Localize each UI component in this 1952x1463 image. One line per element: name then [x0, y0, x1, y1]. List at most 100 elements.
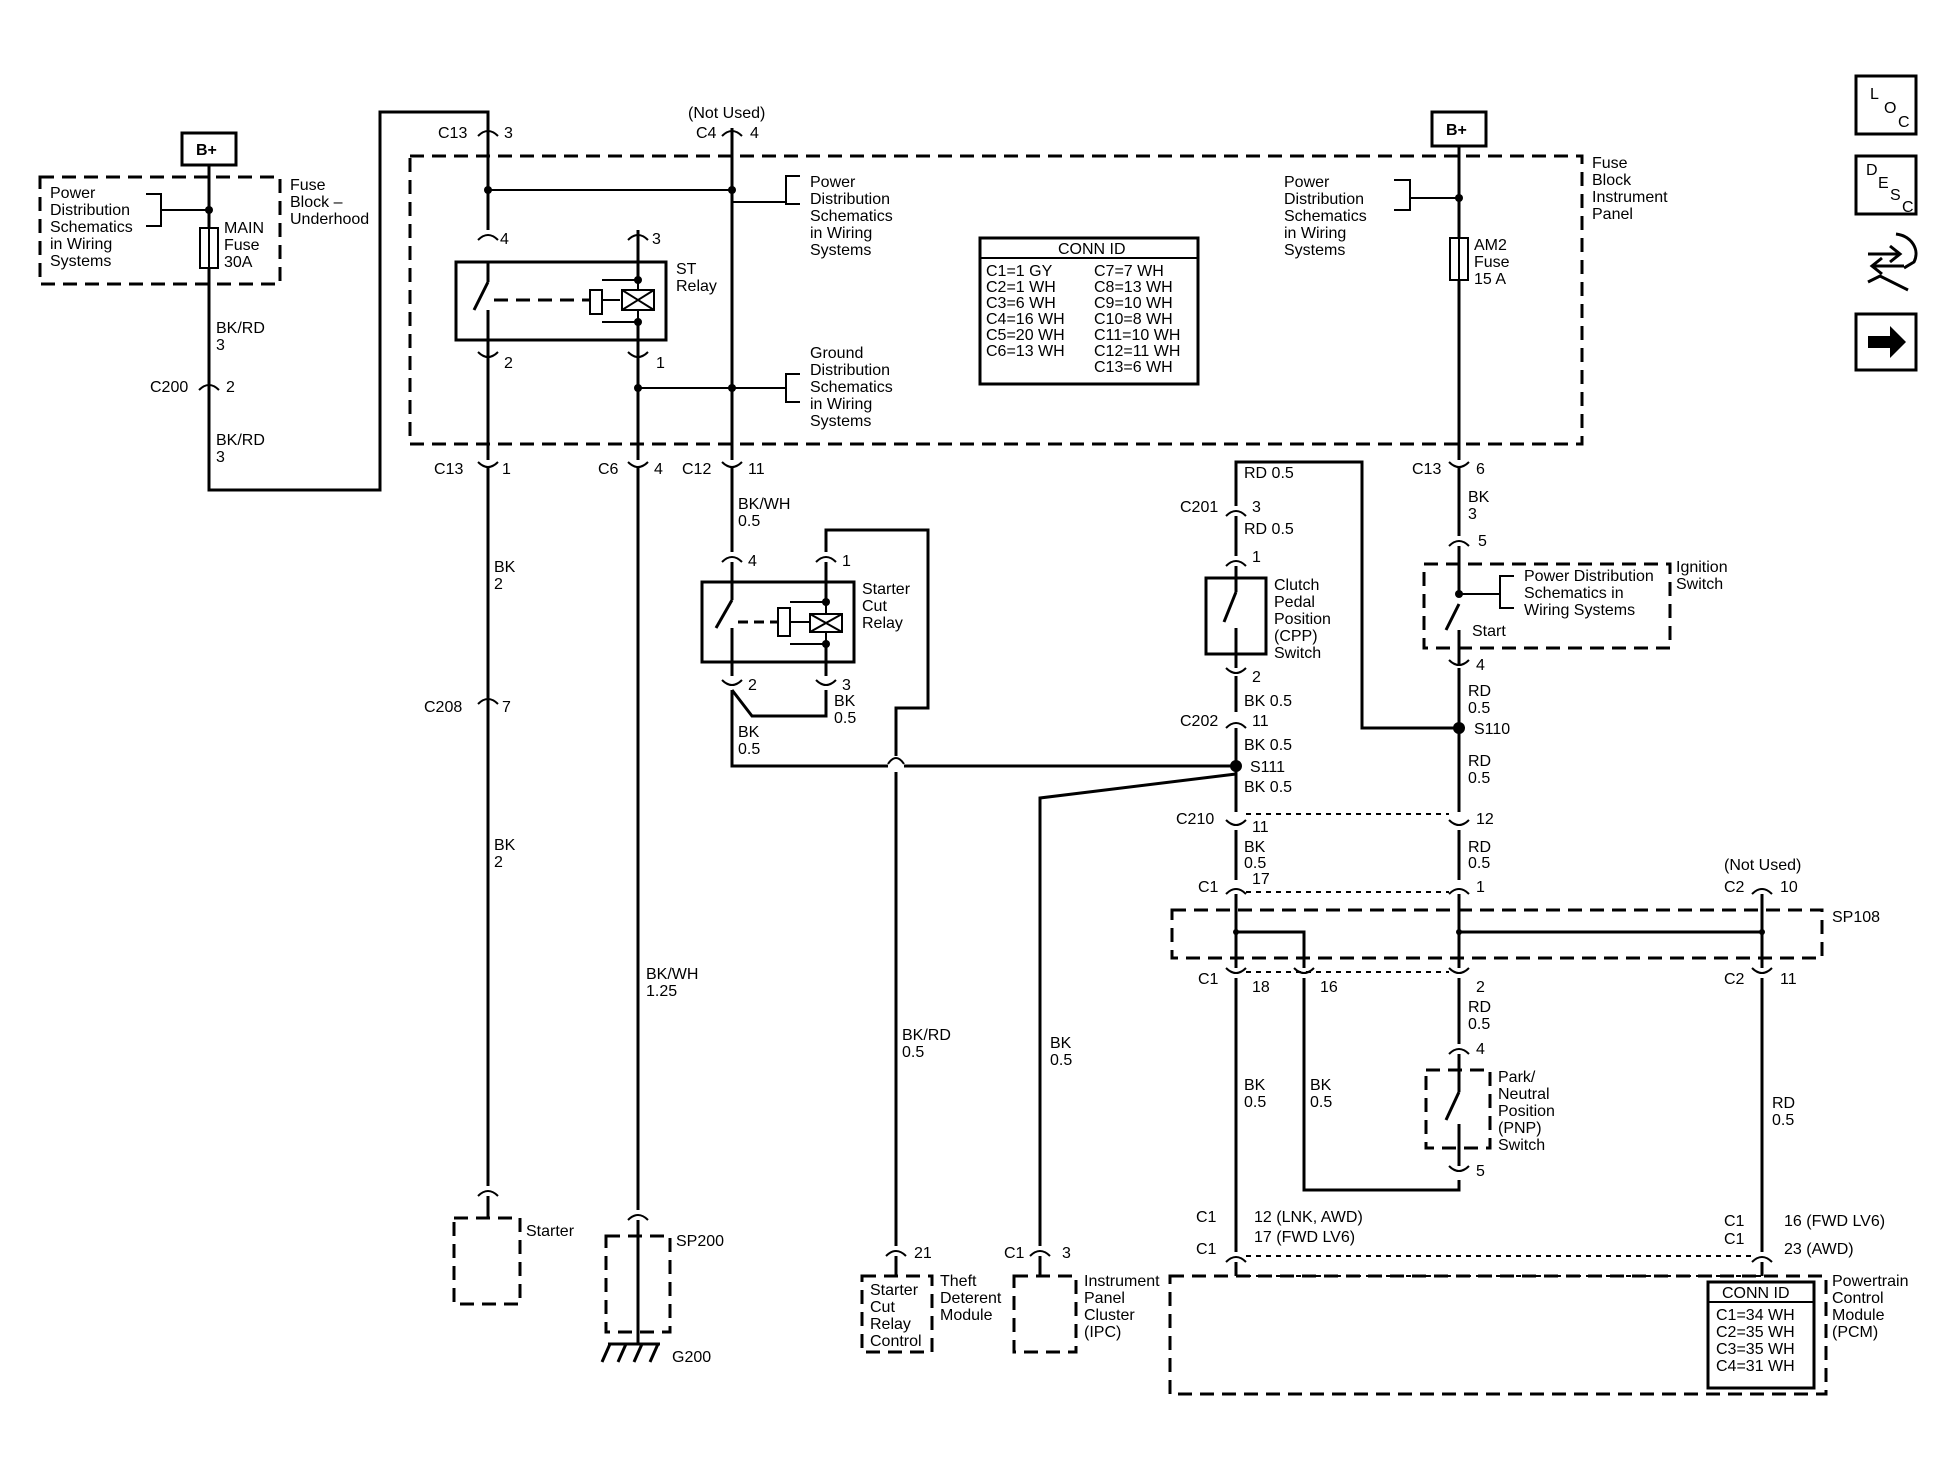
diagram-label: RD 0.5 — [1244, 521, 1294, 538]
diagram-label: BK/RD — [216, 320, 265, 337]
diagram-label: Power — [810, 174, 856, 191]
powertrain-control-module: C1 C1 12 (LNK, AWD) 17 (FWD LV6) C1 C1 1… — [1168, 1209, 1908, 1396]
diagram-label: Panel — [1592, 206, 1633, 223]
diagram-label: 1 — [842, 553, 851, 570]
diagram-label: BK/RD — [216, 432, 265, 449]
am2-fuse-circuit: B+ Power Distribution Schematics in Wiri… — [1284, 110, 1510, 460]
diagram-label: C9=10 WH — [1094, 295, 1173, 312]
clutch-pedal-position-switch: 1 Clutch Pedal Position (CPP) Switch 2 — [1204, 549, 1331, 686]
diagram-label: C1=34 WH — [1716, 1307, 1795, 1324]
diagram-label: 0.5 — [738, 513, 760, 530]
diagram-label: 3 — [216, 449, 225, 466]
diagram-label: C12 — [682, 461, 711, 478]
diagram-label: Relay — [676, 278, 717, 295]
diagram-label: G200 — [672, 1349, 711, 1366]
diagram-label: RD 0.5 — [1244, 465, 1294, 482]
diagram-label: 15 A — [1474, 271, 1506, 288]
diagram-label: 2 — [504, 355, 513, 372]
diagram-label: Neutral — [1498, 1086, 1550, 1103]
diagram-label: Fuse — [224, 237, 260, 254]
diagram-label: 0.5 — [1468, 700, 1490, 717]
diagram-label: C210 — [1176, 811, 1214, 828]
diagram-label: Module — [1832, 1307, 1885, 1324]
diagram-label: Deterent — [940, 1290, 1002, 1307]
description-view-button[interactable]: D E S C — [1854, 154, 1918, 216]
repair-procedure-icon[interactable] — [1867, 232, 1918, 292]
diagram-label: Cluster — [1084, 1307, 1135, 1324]
diagram-label: Start — [1472, 623, 1506, 640]
diagram-label: 0.5 — [1244, 1094, 1266, 1111]
diagram-label: C1 — [1196, 1209, 1217, 1226]
ground-distribution-ref: Ground Distribution Schematics in Wiring… — [810, 345, 893, 430]
diagram-label: Fuse — [1592, 155, 1628, 172]
location-view-button[interactable]: L O C — [1854, 74, 1918, 136]
diagram-label: RD — [1468, 839, 1491, 856]
diagram-label: Position — [1498, 1103, 1555, 1120]
diagram-label: 0.5 — [1244, 855, 1266, 872]
diagram-label: 3 — [1252, 499, 1261, 516]
diagram-label: C13 — [1412, 461, 1441, 478]
diagram-label: O — [1884, 100, 1896, 117]
diagram-label: B+ — [196, 142, 217, 159]
diagram-label: Cut — [862, 598, 887, 615]
diagram-label: Block – — [290, 194, 343, 211]
diagram-label: (Not Used) — [1724, 857, 1801, 874]
diagram-label: C201 — [1180, 499, 1218, 516]
diagram-label: 17 (FWD LV6) — [1254, 1229, 1355, 1246]
sp108-splice-pack: C1 1 (Not Used) C2 10 SP108 C1 18 16 2 C… — [1170, 857, 1880, 996]
diagram-label: BK — [494, 837, 516, 854]
diagram-label: Fuse — [1474, 254, 1510, 271]
diagram-label: 3 — [842, 677, 851, 694]
diagram-label: 12 (LNK, AWD) — [1254, 1209, 1363, 1226]
diagram-label: Schematics in — [1524, 585, 1624, 602]
diagram-label: RD — [1468, 999, 1491, 1016]
conn-id-table-fuse-block: CONN ID C1=1 GY C2=1 WH C3=6 WH C4=16 WH… — [978, 236, 1200, 386]
diagram-label: 3 — [1468, 506, 1477, 523]
diagram-label: Starter — [526, 1223, 575, 1240]
diagram-label: 4 — [750, 125, 759, 142]
diagram-label: 0.5 — [1310, 1094, 1332, 1111]
diagram-label: 0.5 — [1772, 1112, 1794, 1129]
diagram-label: Distribution — [810, 362, 890, 379]
diagram-label: 0.5 — [902, 1044, 924, 1061]
next-page-arrow-button[interactable] — [1854, 312, 1918, 372]
diagram-label: BK/WH — [646, 966, 698, 983]
diagram-label: Distribution — [1284, 191, 1364, 208]
diagram-label: Schematics — [50, 219, 133, 236]
diagram-label: 7 — [502, 699, 511, 716]
diagram-label: BK — [738, 724, 760, 741]
diagram-label: Control — [870, 1333, 922, 1350]
diagram-label: Block — [1592, 172, 1632, 189]
diagram-label: C12=11 WH — [1094, 343, 1180, 360]
diagram-label: BK 0.5 — [1244, 779, 1292, 796]
diagram-label: C10=8 WH — [1094, 311, 1173, 328]
diagram-label: Systems — [50, 253, 111, 270]
diagram-label: Power — [1284, 174, 1330, 191]
diagram-label: 0.5 — [1468, 855, 1490, 872]
diagram-label: C — [1902, 199, 1914, 216]
diagram-label: Ground — [810, 345, 863, 362]
power-distribution-ref-1: Power Distribution Schematics in Wiring … — [50, 185, 133, 270]
diagram-label: BK — [834, 693, 856, 710]
diagram-label: Systems — [810, 242, 871, 259]
diagram-label: C2=35 WH — [1716, 1324, 1795, 1341]
diagram-label: (CPP) — [1274, 628, 1318, 645]
power-distribution-ref-2: Power Distribution Schematics in Wiring … — [810, 174, 893, 259]
diagram-label: RD — [1468, 683, 1491, 700]
diagram-label: C202 — [1180, 713, 1218, 730]
diagram-label: 3 — [652, 231, 661, 248]
diagram-label: 0.5 — [1468, 770, 1490, 787]
diagram-label: 5 — [1478, 533, 1487, 550]
diagram-label: Ignition — [1676, 559, 1728, 576]
diagram-label: Relay — [862, 615, 903, 632]
diagram-label: in Wiring — [810, 396, 872, 413]
diagram-label: 2 — [1476, 979, 1485, 996]
diagram-label: 11 — [1252, 819, 1269, 836]
diagram-label: Starter — [870, 1282, 919, 1299]
diagram-label: SP108 — [1832, 909, 1880, 926]
diagram-label: C7=7 WH — [1094, 263, 1164, 280]
diagram-label: ST — [676, 261, 697, 278]
diagram-label: C13=6 WH — [1094, 359, 1173, 376]
diagram-label: C1 — [1196, 1241, 1217, 1258]
